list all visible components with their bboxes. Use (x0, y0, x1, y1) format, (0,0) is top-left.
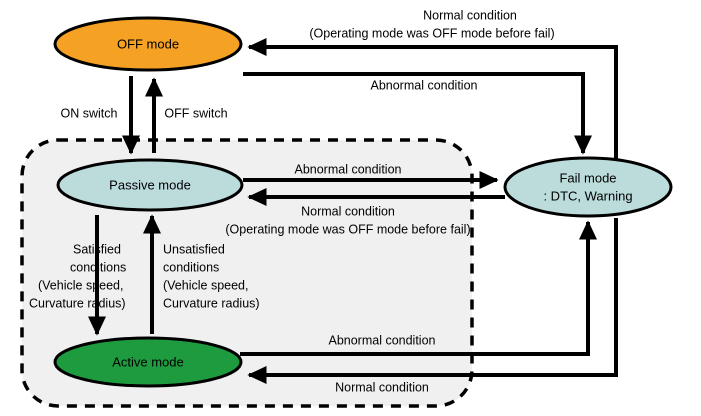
node-passive-mode-label: Passive mode (109, 177, 191, 192)
edge-label-satisfied-line1: Satisfied (73, 242, 121, 256)
edge-label-off-switch: OFF switch (164, 106, 227, 120)
node-off-mode-label: OFF mode (117, 36, 179, 51)
edge-fail-to-active (247, 218, 618, 384)
edge-off-to-fail (243, 72, 592, 155)
edge-label-unsatisfied-line1: Unsatisfied (163, 242, 225, 256)
node-fail-mode[interactable]: Fail mode : DTC, Warning (503, 156, 673, 218)
edge-label-mid-normal-line1: Normal condition (301, 204, 395, 218)
edge-label-on-switch: ON switch (61, 106, 118, 120)
edge-label-unsatisfied-line2: conditions (163, 260, 219, 274)
edge-label-unsatisfied-line4: Curvature radius) (163, 296, 260, 310)
node-passive-mode[interactable]: Passive mode (56, 158, 244, 212)
edge-label-unsatisfied-line3: (Vehicle speed, (163, 278, 248, 292)
edge-label-top-abnormal: Abnormal condition (370, 78, 477, 92)
edge-active-to-fail (240, 220, 597, 356)
edge-fail-to-off (247, 38, 618, 160)
edge-label-satisfied-line3: (Vehicle speed, (38, 278, 123, 292)
node-active-mode-label: Active mode (112, 354, 184, 369)
edge-label-mid-abnormal: Abnormal condition (294, 162, 401, 176)
edge-label-bottom-normal: Normal condition (335, 380, 429, 394)
node-fail-mode-label-line2: : DTC, Warning (543, 188, 632, 203)
node-off-mode[interactable]: OFF mode (53, 16, 243, 72)
edge-label-top-normal-line1: Normal condition (423, 8, 517, 22)
edge-label-satisfied-line4: Curvature radius) (29, 296, 126, 310)
edge-label-satisfied-line2: conditions (70, 260, 126, 274)
node-active-mode[interactable]: Active mode (53, 336, 243, 388)
edge-label-mid-normal-line2: (Operating mode was OFF mode before fail… (225, 222, 470, 236)
edge-label-bottom-abnormal: Abnormal condition (328, 333, 435, 347)
edge-label-top-normal-line2: (Operating mode was OFF mode before fail… (309, 26, 554, 40)
node-fail-mode-label-line1: Fail mode (559, 170, 616, 185)
